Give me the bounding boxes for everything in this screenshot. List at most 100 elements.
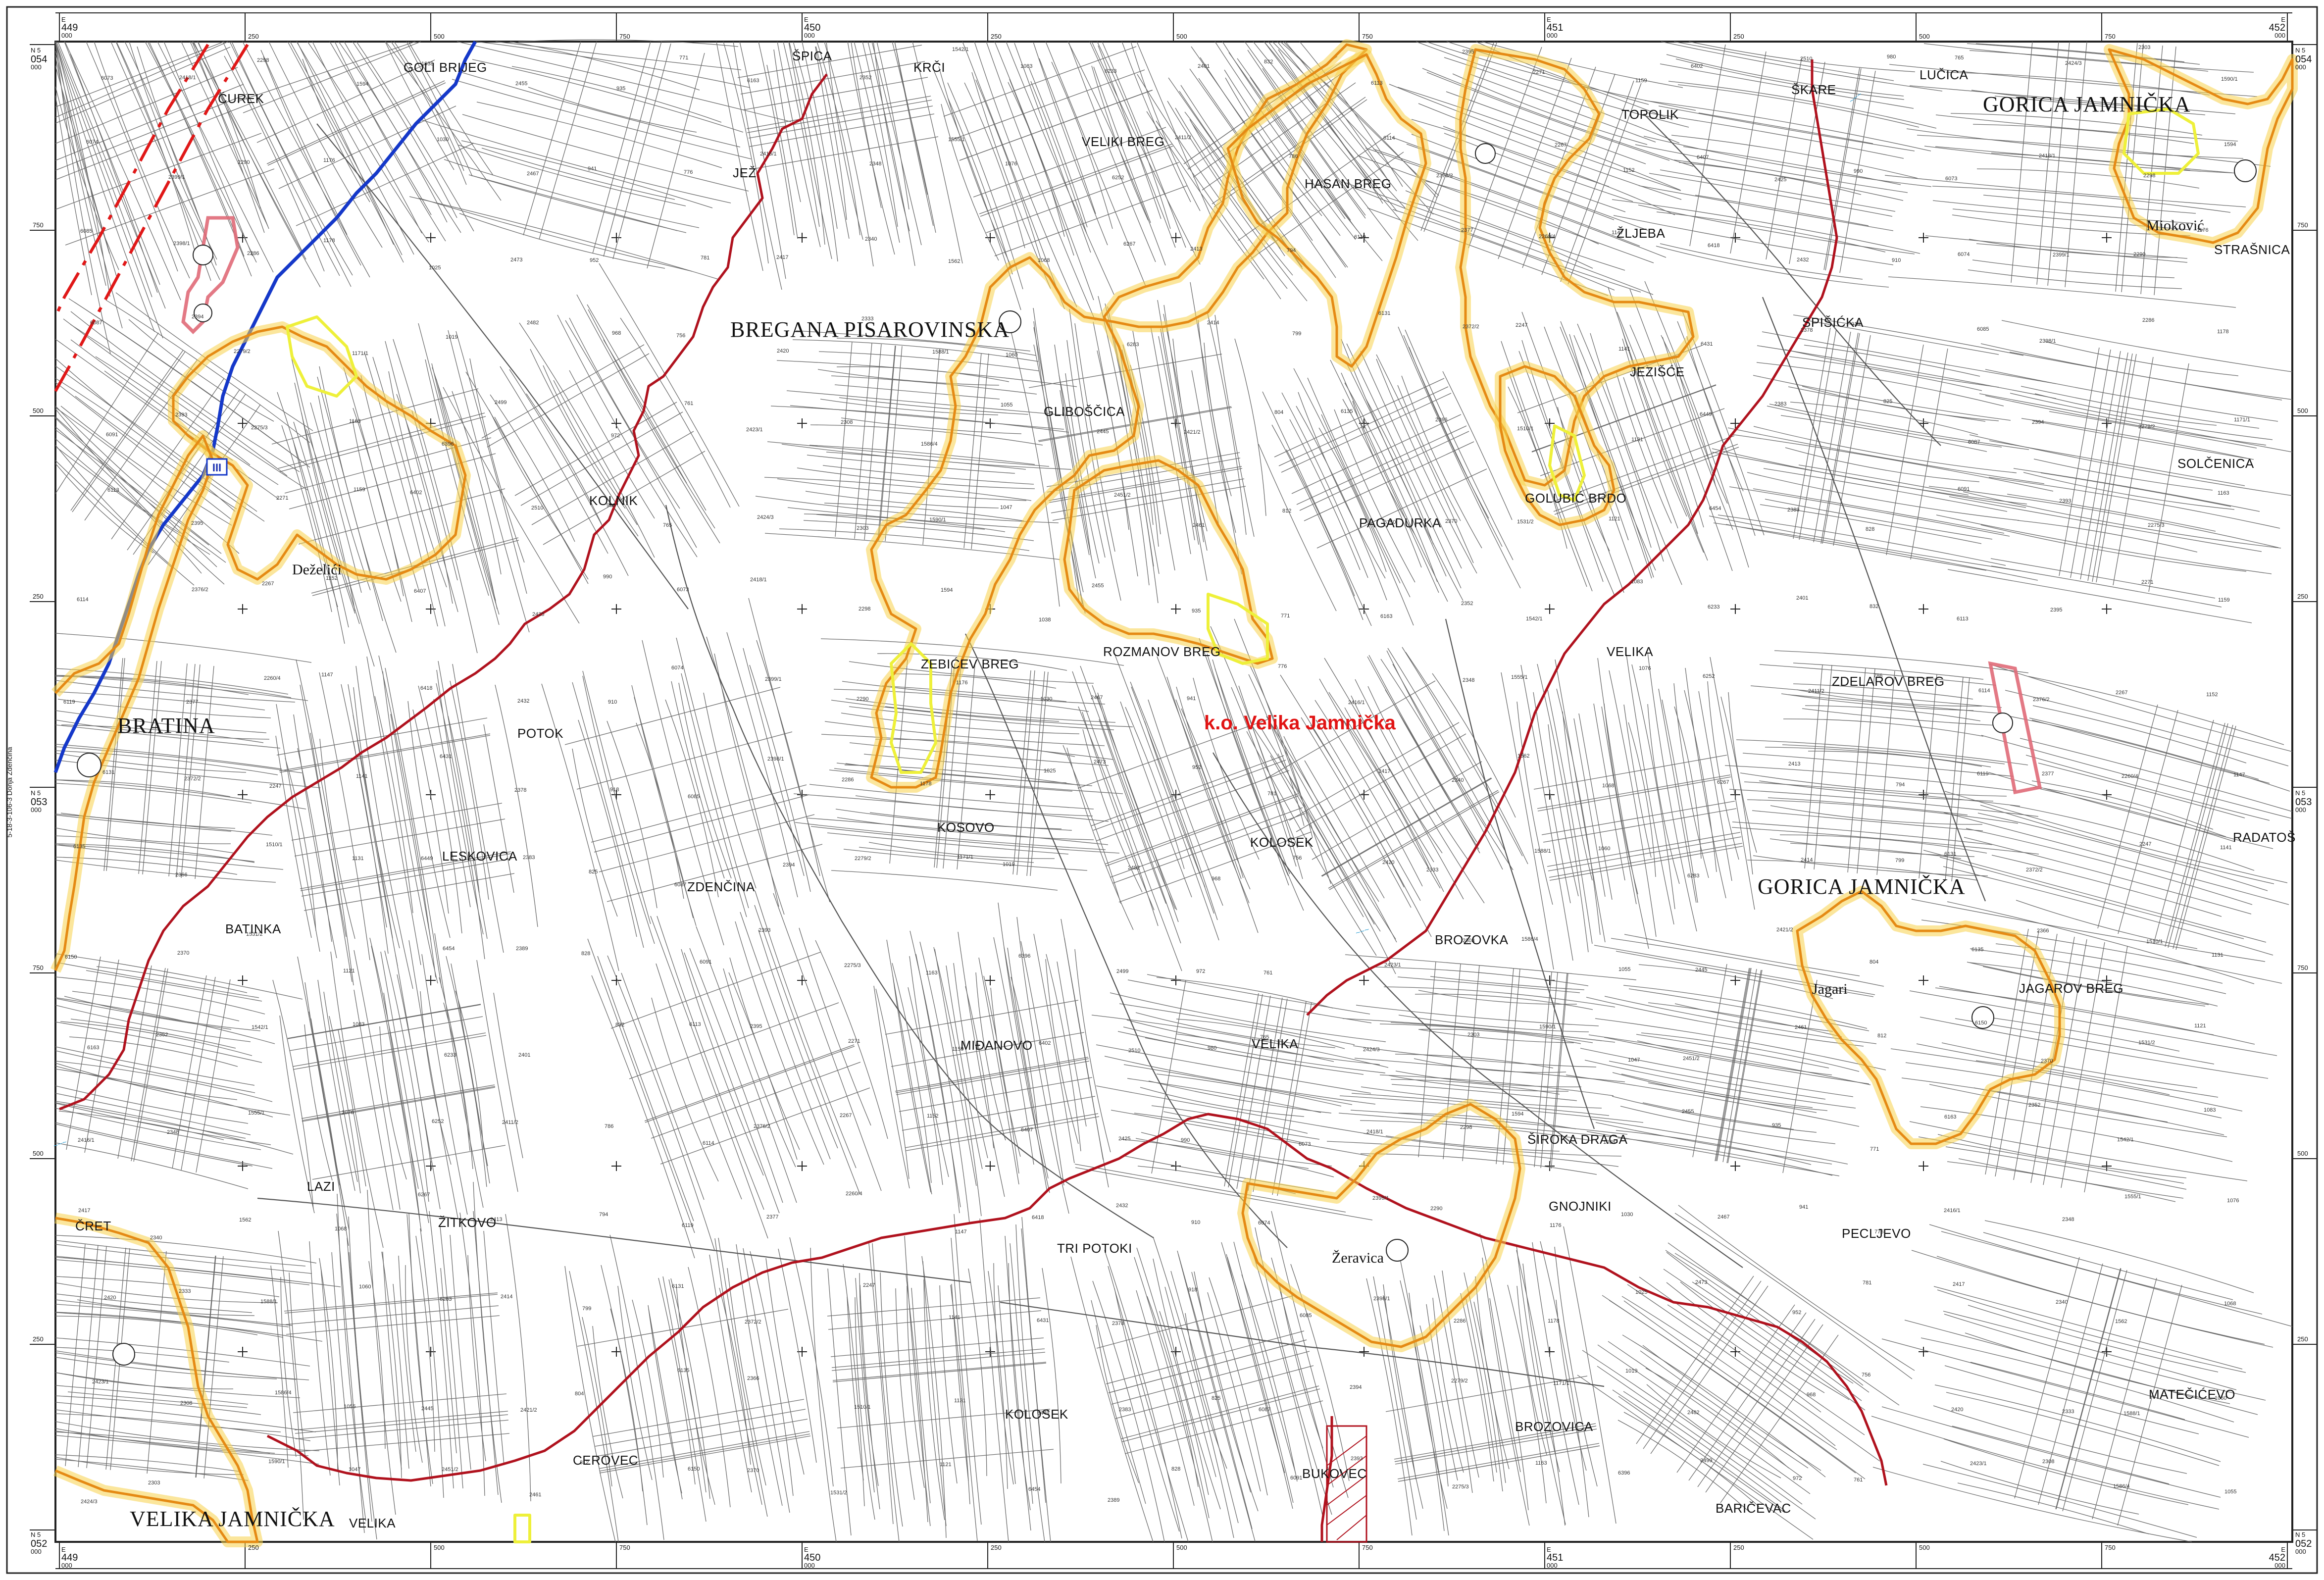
parcel-line bbox=[1920, 1017, 2269, 1079]
parcel-line bbox=[1351, 186, 1641, 293]
parcel-line bbox=[1099, 719, 1166, 904]
parcel-line bbox=[1443, 964, 1461, 1160]
parcel-line bbox=[1584, 1060, 1856, 1109]
parcel-line bbox=[749, 664, 811, 892]
parcel-line bbox=[1945, 1146, 2187, 1190]
parcel-line bbox=[665, 699, 719, 898]
sheet-side-label: 5-18-3-106-3 Donja Zdenčina bbox=[5, 747, 13, 837]
parcel-line bbox=[60, 406, 232, 526]
parcel-number: 2416/1 bbox=[1944, 1208, 1961, 1214]
parcel-line bbox=[1224, 69, 1341, 236]
parcel-line bbox=[1368, 655, 1477, 843]
easting-bottom-value: 451 bbox=[1547, 1552, 1563, 1563]
parcel-line bbox=[606, 720, 657, 909]
parcel-line bbox=[1136, 1290, 1195, 1506]
parcel-line bbox=[1191, 46, 1346, 268]
parcel-number: 2401 bbox=[518, 1052, 530, 1058]
parcel-line bbox=[609, 1234, 664, 1540]
parcel-line bbox=[1360, 1120, 1594, 1141]
parcel-line bbox=[1233, 1241, 1296, 1474]
parcel-line bbox=[895, 1057, 1089, 1092]
parcel-line bbox=[55, 1101, 294, 1155]
parcel-line bbox=[70, 350, 184, 511]
parcel-line bbox=[582, 670, 651, 924]
parcel-line bbox=[509, 369, 629, 576]
parcel-line bbox=[65, 1244, 86, 1467]
parcel-line bbox=[815, 46, 850, 239]
tick-label-right: 750 bbox=[2297, 964, 2308, 971]
parcel-number: 6113 bbox=[107, 487, 119, 493]
parcel-line bbox=[764, 477, 1032, 501]
parcel-line bbox=[1361, 1086, 1602, 1109]
parcel-line bbox=[824, 41, 874, 267]
parcel-line bbox=[1082, 712, 1155, 911]
parcel-line bbox=[1399, 1256, 1449, 1536]
parcel-number: 6085 bbox=[1300, 1313, 1312, 1319]
parcel-line bbox=[1697, 1319, 1816, 1487]
parcel-number: 2482 bbox=[1128, 865, 1140, 871]
parcel-line bbox=[831, 375, 1037, 395]
parcel-line bbox=[1207, 1292, 1261, 1492]
parcel-line bbox=[1686, 336, 1744, 492]
grid-cross bbox=[426, 975, 436, 985]
parcel-line bbox=[1091, 755, 1284, 826]
parcel-line bbox=[1066, 747, 1134, 930]
parcel-line bbox=[1351, 695, 1443, 854]
parcel-number: 2352 bbox=[156, 1032, 168, 1038]
parcel-line bbox=[289, 1272, 306, 1459]
parcel-number: 6114 bbox=[77, 597, 89, 603]
parcel-line bbox=[986, 162, 1179, 233]
parcel-number: 2423/1 bbox=[92, 1379, 109, 1385]
easting-top-value: 449 bbox=[61, 22, 78, 33]
parcel-line bbox=[1465, 1298, 1497, 1473]
parcel-number: 935 bbox=[1192, 608, 1201, 614]
parcel-line bbox=[1798, 464, 1969, 496]
parcel-line bbox=[440, 1268, 457, 1454]
parcel-line bbox=[55, 67, 238, 144]
parcel-line bbox=[1937, 1289, 2246, 1373]
parcel-number: 2275/3 bbox=[251, 425, 268, 431]
parcel-line bbox=[279, 1015, 315, 1214]
parcel-line bbox=[599, 1431, 810, 1469]
parcel-line bbox=[817, 369, 1000, 386]
parcel-line bbox=[116, 41, 196, 253]
parcel-line bbox=[94, 41, 190, 279]
parcel-line bbox=[895, 1058, 1089, 1093]
parcel-line bbox=[660, 1087, 870, 1165]
parcel-line bbox=[55, 408, 225, 585]
parcel-line bbox=[379, 1026, 407, 1180]
parcel-line bbox=[1590, 333, 1682, 585]
parcel-number: 781 bbox=[701, 255, 709, 261]
parcel-number: 1562 bbox=[948, 258, 960, 264]
parcel-number: 2308 bbox=[2042, 1459, 2054, 1465]
parcel-line bbox=[827, 1268, 852, 1536]
parcel-number: 2352 bbox=[2028, 1102, 2040, 1108]
parcel-line bbox=[994, 185, 1188, 256]
parcel-number: 910 bbox=[608, 699, 617, 705]
parcel-line bbox=[176, 663, 196, 878]
parcel-line bbox=[2021, 386, 2260, 429]
parcel-line bbox=[425, 359, 489, 596]
parcel-number: 1159 bbox=[1635, 78, 1647, 84]
parcel-number: 2420 bbox=[1382, 860, 1394, 866]
parcel-line bbox=[473, 1211, 499, 1495]
parcel-line bbox=[300, 851, 511, 889]
parcel-line bbox=[1072, 671, 1182, 971]
parcel-number: 2372/2 bbox=[2026, 867, 2043, 873]
parcel-line bbox=[1150, 325, 1191, 555]
parcel-line bbox=[1710, 657, 1755, 910]
parcel-line bbox=[1939, 986, 2214, 1035]
road-6 bbox=[1762, 297, 1986, 902]
parcel-line bbox=[2010, 393, 2273, 440]
parcel-number: 1562 bbox=[1517, 753, 1529, 759]
parcel-line bbox=[1616, 371, 1672, 524]
parcel-line bbox=[1253, 41, 1418, 241]
parcel-number: 2275/3 bbox=[844, 963, 861, 968]
parcel-line bbox=[676, 637, 749, 909]
parcel-line bbox=[1121, 1388, 1320, 1442]
parcel-line bbox=[1802, 708, 1997, 726]
parcel-number: 6073 bbox=[1945, 176, 1957, 182]
parcel-line bbox=[1397, 1443, 1600, 1479]
parcel-line bbox=[1969, 239, 2178, 258]
